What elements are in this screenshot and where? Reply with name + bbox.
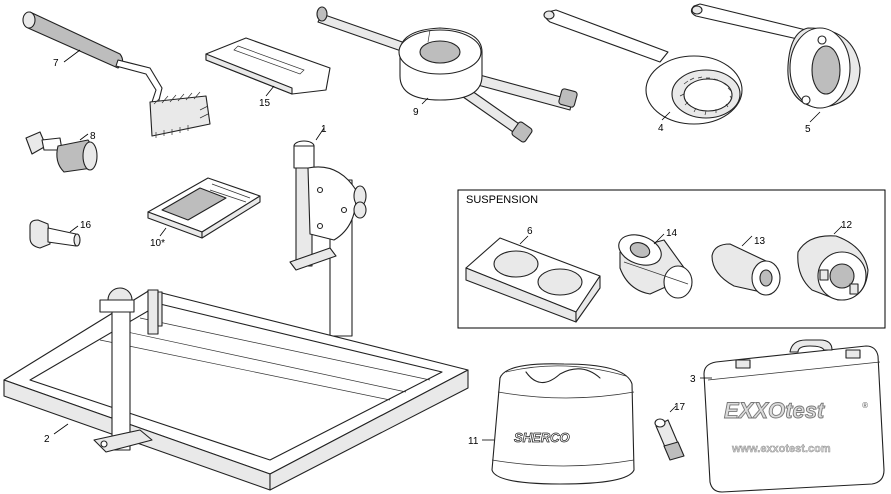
- case-url: www.exxotest.com: [731, 443, 831, 455]
- label-2: 2: [44, 434, 50, 445]
- label-15: 15: [259, 98, 271, 109]
- tool-6-clamp-block: [465, 237, 601, 323]
- case-registered-mark: ®: [862, 401, 868, 410]
- tool-1-stand-bracket: [289, 140, 367, 337]
- case-brand-logo: EXXOtest: [724, 398, 826, 423]
- tool-5-collar-handle: [690, 3, 861, 109]
- label-12: 12: [841, 220, 853, 231]
- label-16: 16: [80, 220, 92, 231]
- label-7: 7: [53, 58, 59, 69]
- label-6: 6: [527, 226, 533, 237]
- tool-4-spanner-wrench: [543, 9, 743, 125]
- tool-case-3: EXXOtest ® www.exxotest.com: [703, 339, 885, 493]
- label-5: 5: [805, 124, 811, 135]
- tool-8-bolt-adapter: [25, 131, 98, 173]
- tool-bag-11: SHERCO: [491, 363, 635, 485]
- manual-booklet-10: [147, 177, 261, 239]
- label-10: 10*: [150, 238, 165, 249]
- label-9: 9: [413, 107, 419, 118]
- label-13: 13: [754, 236, 766, 247]
- tool-9-ring-puller: [316, 6, 578, 143]
- label-4: 4: [658, 123, 664, 134]
- tool-12-ring: [797, 235, 869, 301]
- label-3: 3: [690, 374, 696, 385]
- suspension-group: SUSPENSION 6 14 13: [457, 189, 886, 329]
- label-1: 1: [321, 124, 327, 135]
- label-11: 11: [468, 436, 479, 447]
- suspension-title: SUSPENSION: [466, 194, 538, 206]
- tool-7-handle-extractor: [22, 11, 211, 138]
- label-17: 17: [674, 402, 686, 413]
- bag-brand-logo: SHERCO: [514, 430, 570, 445]
- label-8: 8: [90, 131, 96, 142]
- label-14: 14: [666, 228, 678, 239]
- tool-15-flat-plate: [205, 37, 331, 95]
- tool-16-pin: [29, 219, 81, 249]
- tool-13-sleeve: [711, 243, 781, 296]
- tool-14-cylinder-tool: [618, 234, 693, 299]
- tool-17-fitting: [654, 418, 685, 461]
- tool-2-tray-stand: [3, 287, 469, 491]
